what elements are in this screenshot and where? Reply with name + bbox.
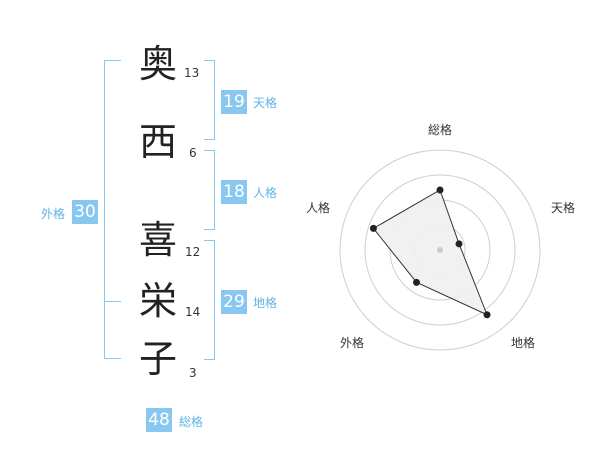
radar-ring xyxy=(339,149,541,351)
tenkaku-label: 天格 xyxy=(253,96,278,110)
radar-center xyxy=(437,247,443,253)
jinkaku-value-badge: 18 xyxy=(221,180,247,204)
radar-point-0 xyxy=(436,186,444,194)
stroke-count-1: 13 xyxy=(184,66,200,80)
name-char-4: 栄 xyxy=(138,279,177,323)
radar-polygon xyxy=(372,189,488,316)
stroke-count-3: 12 xyxy=(185,245,201,259)
name-char-3: 喜 xyxy=(138,218,177,262)
radar-ring xyxy=(364,174,516,326)
stroke-count-5: 3 xyxy=(189,366,197,380)
radar-point-1 xyxy=(455,240,463,248)
soukaku-value-badge: 48 xyxy=(146,408,172,432)
radar-axis-label-jinkaku: 人格 xyxy=(306,201,331,215)
name-char-2: 西 xyxy=(138,120,177,164)
radar-point-4 xyxy=(369,224,377,232)
radar-point-2 xyxy=(483,311,491,319)
chikaku-label: 地格 xyxy=(253,296,278,310)
gaikaku-label: 外格 xyxy=(41,207,66,221)
jinkaku-label: 人格 xyxy=(253,186,278,200)
gaikaku-bracket-lower xyxy=(104,300,121,359)
tenkaku-value-badge: 19 xyxy=(221,90,247,114)
name-char-5: 子 xyxy=(138,337,177,381)
tenkaku-bracket xyxy=(204,60,215,140)
jinkaku-bracket xyxy=(204,150,215,230)
stroke-count-2: 6 xyxy=(189,146,197,160)
radar-axis-label-soukaku: 総格 xyxy=(428,123,453,137)
gaikaku-value-badge: 30 xyxy=(72,200,98,224)
name-char-1: 奥 xyxy=(138,42,177,86)
soukaku-label: 総格 xyxy=(179,415,204,429)
radar-point-3 xyxy=(412,278,420,286)
radar-axis-label-gaikaku: 外格 xyxy=(340,336,365,350)
gaikaku-bracket-upper xyxy=(104,60,121,302)
chikaku-bracket xyxy=(204,240,215,360)
chikaku-value-badge: 29 xyxy=(221,290,247,314)
radar-axis-label-chikaku: 地格 xyxy=(511,336,536,350)
radar-axis-label-tenkaku: 天格 xyxy=(551,201,576,215)
stroke-count-4: 14 xyxy=(185,305,201,319)
